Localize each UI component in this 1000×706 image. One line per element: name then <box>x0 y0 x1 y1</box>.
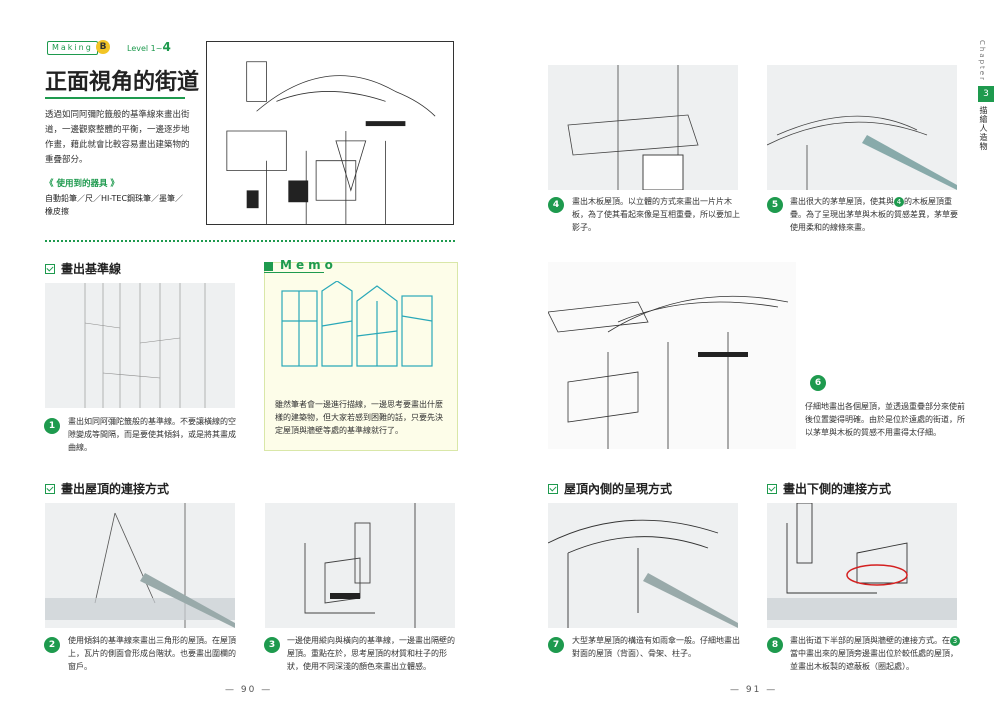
step-number: 2 <box>44 637 60 653</box>
check-icon <box>45 263 55 274</box>
step5-photo <box>767 65 957 190</box>
section-lower-heading: 畫出下側的連接方式 <box>767 480 891 497</box>
chapter-tab: Chapter 3 描繪人造物 <box>978 40 996 151</box>
memo-diagram <box>281 281 433 367</box>
memo-box <box>264 262 458 451</box>
step-number: 8 <box>767 637 783 653</box>
step1-text: 畫出如同阿彌陀籤般的基準線。不要讓橫線的空隙變成等間隔，而是要使其傾斜，或是將其… <box>68 417 236 452</box>
step-number: 3 <box>264 637 280 653</box>
chapter-number: 3 <box>978 86 994 102</box>
step-ref-badge: 4 <box>894 197 904 207</box>
step1-photo <box>45 283 235 408</box>
step-number: 5 <box>767 197 783 213</box>
memo-rule <box>264 272 324 273</box>
memo-marker <box>264 262 273 271</box>
memo-text: 雖然筆者會一邊進行描線，一邊思考要畫出什麼樣的建築物，但大家若感到困難的話，只要… <box>275 400 443 435</box>
step3-text: 一邊使用縱向與橫向的基準線，一邊畫出隔壁的屋頂。重點在於，思考屋頂的材質和柱子的… <box>287 636 455 671</box>
step8-photo <box>767 503 957 628</box>
level-badge: B <box>96 40 110 54</box>
step2-photo <box>45 503 235 628</box>
step6-photo <box>548 262 796 449</box>
intro-text: 透過如同阿彌陀籤般的基準線來畫出街道，一邊觀察整體的平衡，一邊逐步地作畫，藉此就… <box>45 110 190 165</box>
page-number-right: — 91 — <box>730 685 778 695</box>
step-number: 6 <box>810 375 826 391</box>
step7-photo <box>548 503 738 628</box>
step2-text: 使用傾斜的基準線來畫出三角形的屋頂。在屋頂上，瓦片的側面會形成台階狀。也要畫出圍… <box>68 636 236 671</box>
section-underside-heading: 屋頂內側的呈現方式 <box>548 480 672 497</box>
step-ref-badge: 3 <box>950 636 960 646</box>
finished-illustration <box>206 41 454 225</box>
chapter-word: Chapter <box>978 40 986 82</box>
tools-text: 自動鉛筆／尺／HI-TEC鋼珠筆／墨筆／橡皮擦 <box>45 194 184 216</box>
check-icon <box>45 483 55 494</box>
step-number: 1 <box>44 418 60 434</box>
title-rule <box>45 97 185 99</box>
memo-title: Memo <box>280 258 337 272</box>
making-tag: Making <box>47 41 98 55</box>
step4-text: 畫出木板屋頂。以立體的方式來畫出一片片木板，為了使其看起來像是互相重疊，所以要加… <box>572 197 740 232</box>
section-baseline-heading: 畫出基準線 <box>45 260 121 277</box>
step6-text: 仔細地畫出各個屋頂，並透過重疊部分來使前後位置變得明確。由於是位於遠處的街道，所… <box>805 402 965 437</box>
step4-photo <box>548 65 738 190</box>
check-icon <box>767 483 777 494</box>
tools-heading: 《 使用到的器具 》 <box>45 179 119 189</box>
step3-photo <box>265 503 455 628</box>
page-number-left: — 90 — <box>225 685 273 695</box>
check-icon <box>548 483 558 494</box>
chapter-title: 描繪人造物 <box>979 106 988 151</box>
page-title: 正面視角的街道 <box>45 70 200 95</box>
step7-text: 大型茅草屋頂的構造有如雨傘一般。仔細地畫出對面的屋頂（背面）、骨架、柱子。 <box>572 636 740 658</box>
level-indicator: Level 1~4 <box>127 40 171 54</box>
section-roof-heading: 畫出屋頂的連接方式 <box>45 480 169 497</box>
section-divider <box>45 240 455 242</box>
step-number: 7 <box>548 637 564 653</box>
step-number: 4 <box>548 197 564 213</box>
